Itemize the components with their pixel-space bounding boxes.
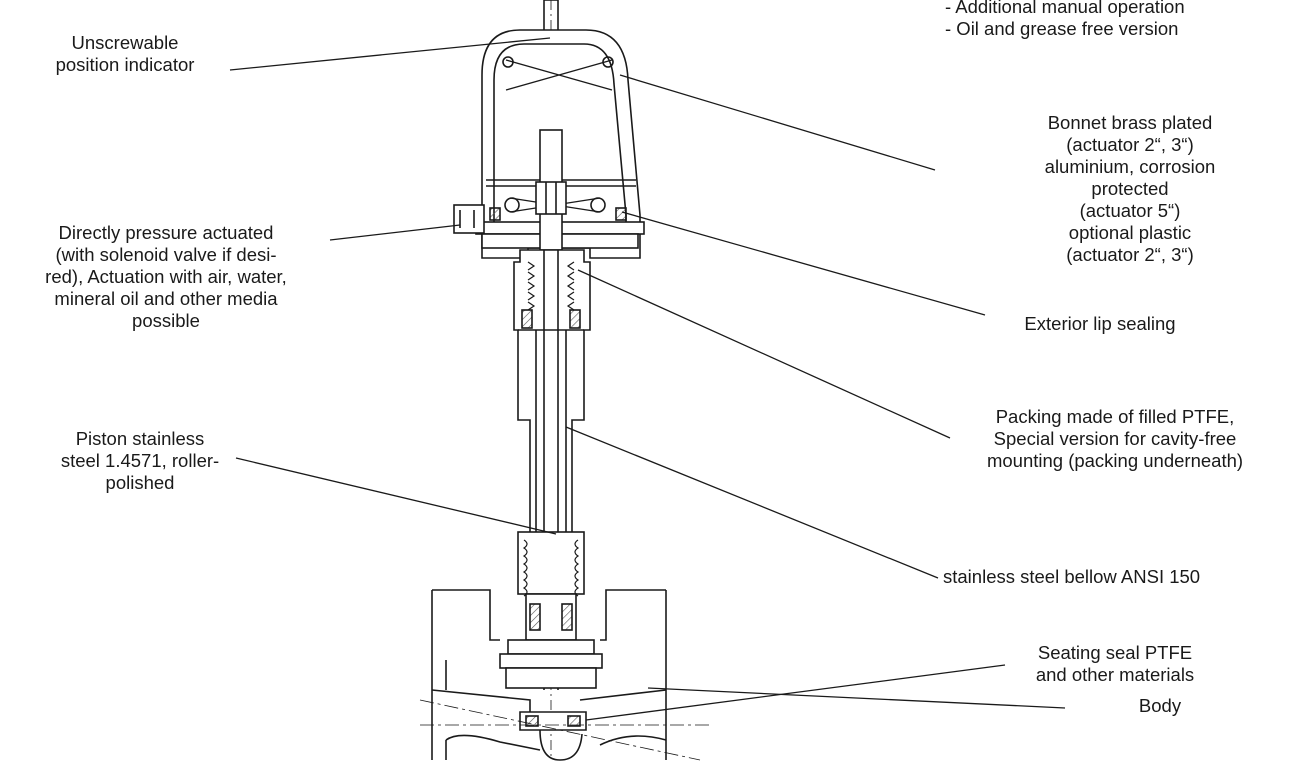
pressure-actuated-line-4: mineral oil and other media bbox=[54, 288, 278, 309]
label-bonnet: Bonnet brass plated (actuator 2“, 3“) al… bbox=[1000, 112, 1260, 266]
leader-lip-sealing bbox=[621, 211, 986, 316]
piston-line-2: steel 1.4571, roller- bbox=[60, 450, 220, 471]
leader-bellow bbox=[565, 426, 939, 579]
pressure-actuated-line-2: (with solenoid valve if desi- bbox=[55, 244, 277, 265]
top-right-line-1: - Additional manual operation bbox=[945, 0, 1185, 17]
actuator-rod bbox=[535, 129, 567, 251]
label-top-right-options: - Additional manual operation - Oil and … bbox=[945, 0, 1185, 40]
valve-drawing bbox=[419, 0, 710, 761]
leader-packing bbox=[577, 269, 951, 439]
pressure-actuated-line-5: possible bbox=[132, 310, 200, 331]
position-indicator-line-2: position indicator bbox=[55, 54, 195, 75]
bonnet-line-2: (actuator 2“, 3“) bbox=[1066, 134, 1194, 155]
bonnet-line-6: optional plastic bbox=[1068, 222, 1192, 243]
bonnet-line-3: aluminium, corrosion bbox=[1044, 156, 1216, 177]
packing-line-2: Special version for cavity-free bbox=[993, 428, 1237, 449]
label-lip-sealing: Exterior lip sealing bbox=[980, 313, 1220, 335]
bonnet-line-5: (actuator 5“) bbox=[1079, 200, 1181, 221]
label-pressure-actuated: Directly pressure actuated (with solenoi… bbox=[0, 222, 332, 332]
leader-position-indicator bbox=[229, 37, 551, 71]
valve-body bbox=[419, 589, 710, 761]
pressure-actuated-line-1: Directly pressure actuated bbox=[58, 222, 274, 243]
piston-line-1: Piston stainless bbox=[75, 428, 205, 449]
label-seating-seal: Seating seal PTFE and other materials bbox=[1000, 642, 1230, 686]
packing-rings bbox=[527, 261, 575, 311]
bonnet-line-1: Bonnet brass plated bbox=[1047, 112, 1213, 133]
body-line-1: Body bbox=[1138, 695, 1182, 716]
packing-line-3: mounting (packing underneath) bbox=[986, 450, 1244, 471]
top-right-line-2: - Oil and grease free version bbox=[945, 18, 1179, 39]
bellow-line-1: stainless steel bellow ANSI 150 bbox=[943, 566, 1201, 587]
lip-sealing-line-1: Exterior lip sealing bbox=[1024, 313, 1176, 334]
position-indicator-line-1: Unscrewable bbox=[71, 32, 179, 53]
bonnet-line-7: (actuator 2“, 3“) bbox=[1066, 244, 1194, 265]
piston-line-3: polished bbox=[105, 472, 175, 493]
label-position-indicator: Unscrewable position indicator bbox=[25, 32, 225, 76]
label-bellow: stainless steel bellow ANSI 150 bbox=[943, 566, 1200, 588]
leader-lines bbox=[229, 37, 1066, 721]
seating-seal-line-2: and other materials bbox=[1035, 664, 1195, 685]
label-packing: Packing made of filled PTFE, Special ver… bbox=[940, 406, 1290, 472]
packing-housing bbox=[513, 249, 591, 690]
leader-piston bbox=[235, 457, 557, 535]
bonnet-line-4: protected bbox=[1091, 178, 1169, 199]
leader-body bbox=[647, 687, 1066, 709]
label-body: Body bbox=[1120, 695, 1200, 717]
leader-bonnet bbox=[619, 74, 936, 171]
leader-pressure-actuated bbox=[329, 224, 461, 241]
packing-line-1: Packing made of filled PTFE, bbox=[995, 406, 1235, 427]
bellow-section bbox=[517, 531, 585, 641]
pressure-actuated-line-3: red), Actuation with air, water, bbox=[45, 266, 287, 287]
seating-seal-line-1: Seating seal PTFE bbox=[1037, 642, 1193, 663]
label-piston: Piston stainless steel 1.4571, roller- p… bbox=[50, 428, 230, 494]
leader-seating-seal bbox=[585, 664, 1006, 721]
bonnet-flange bbox=[499, 639, 603, 689]
